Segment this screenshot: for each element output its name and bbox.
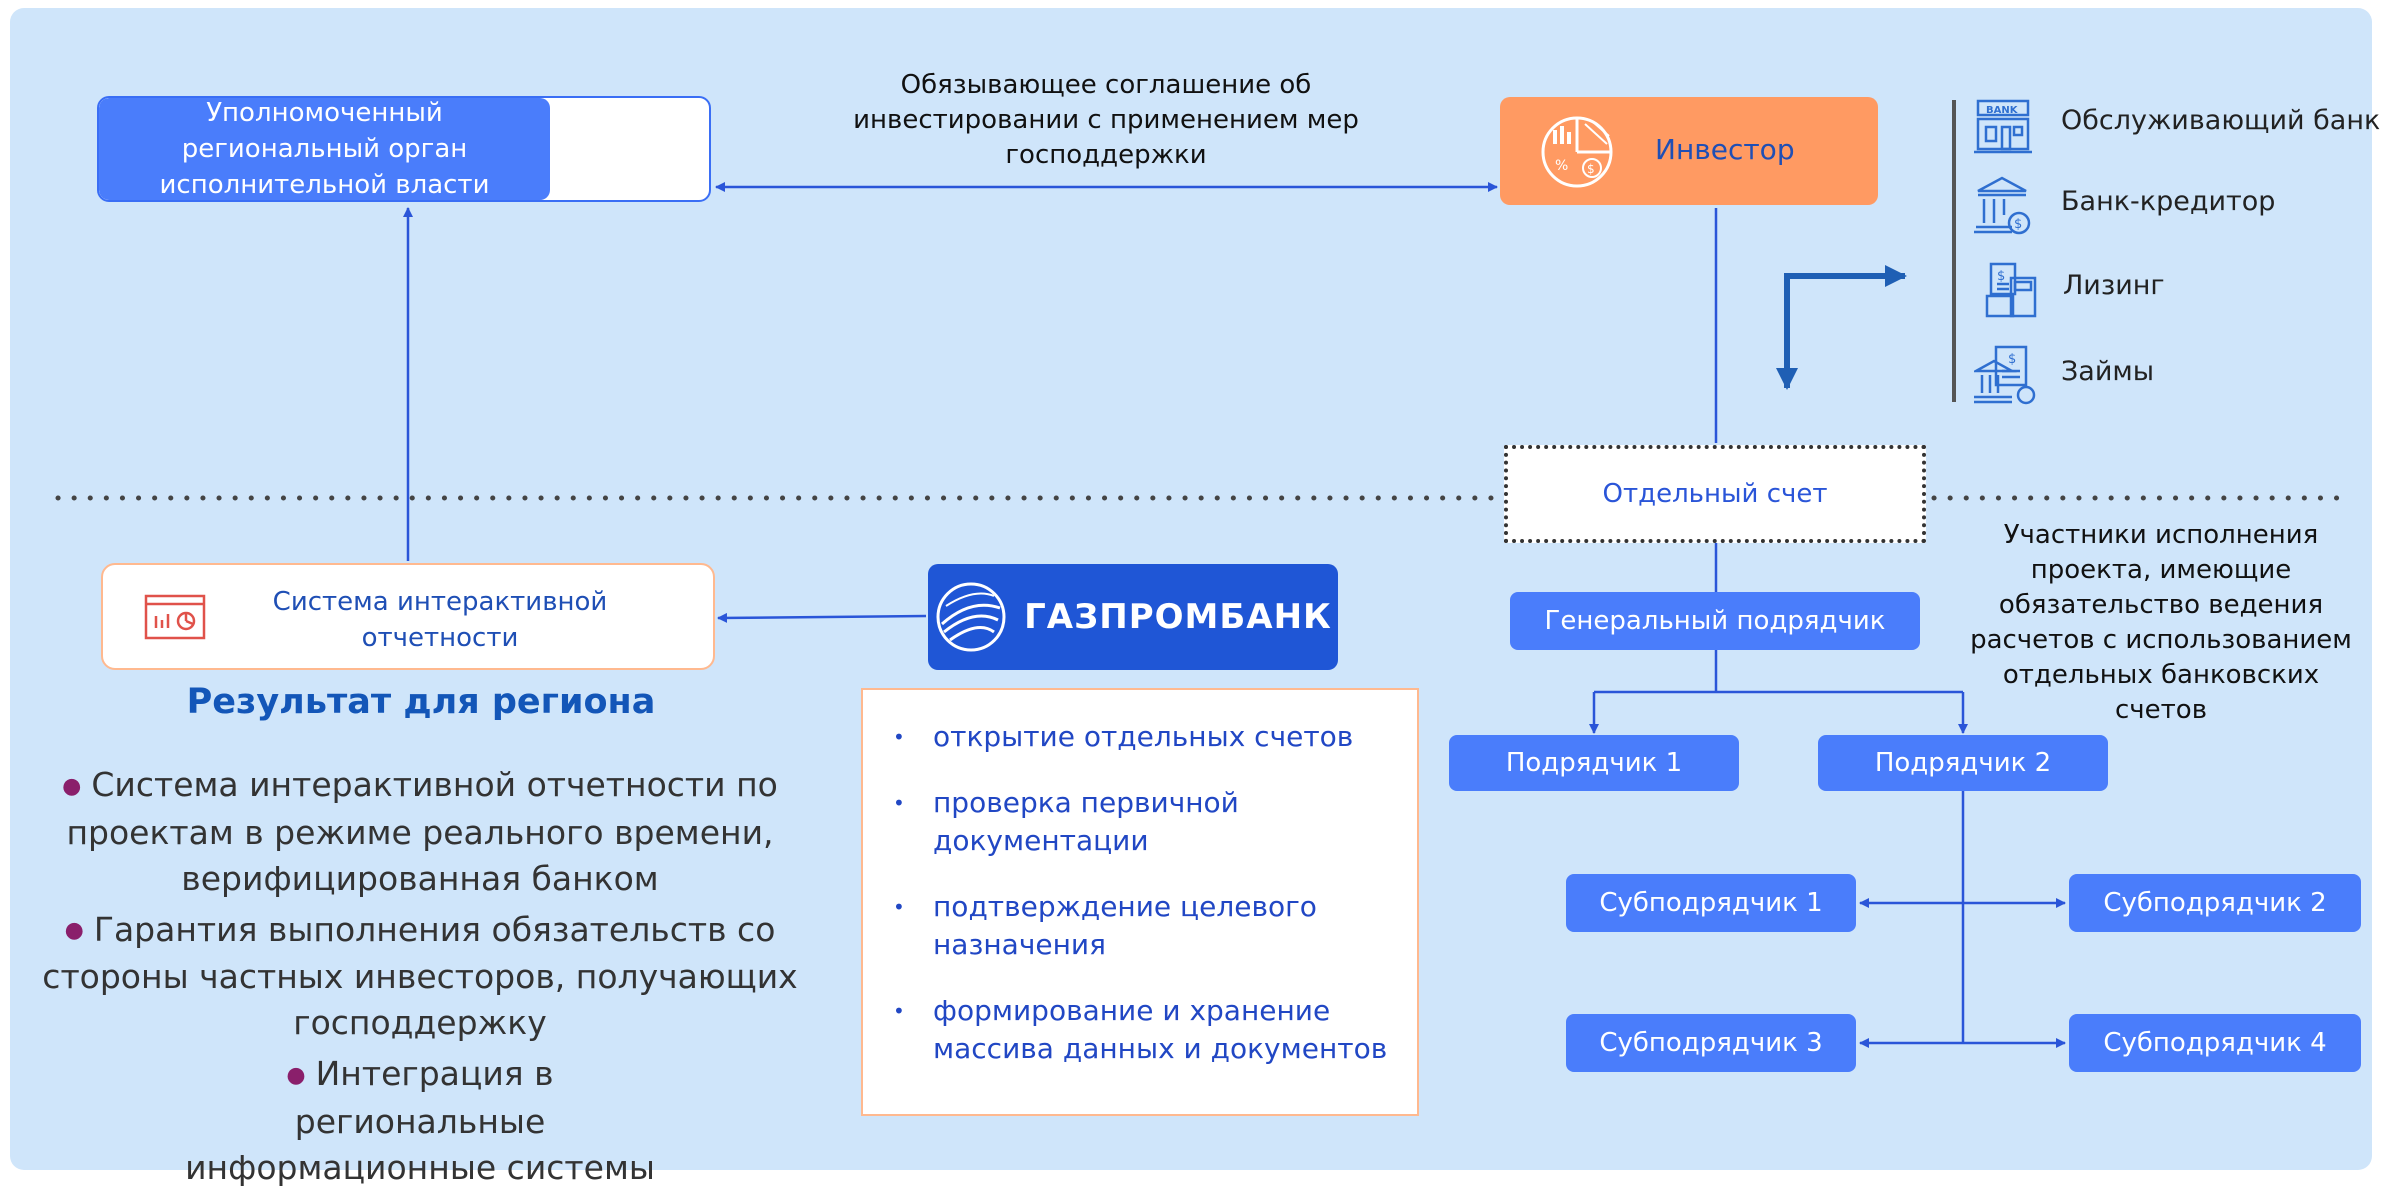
bank-building-icon: BANK	[1974, 99, 2032, 154]
dashboard-icon	[144, 594, 206, 640]
loan-document-icon: $	[1974, 345, 2036, 405]
leasing-calculator-icon: $	[1985, 262, 2037, 318]
service-lending-bank: Банк-кредитор	[2061, 186, 2276, 217]
bank-services-list: •открытие отдельных счетов •проверка пер…	[861, 688, 1419, 1116]
services-divider	[1952, 100, 1956, 402]
gazprombank-logo: ГАЗПРОМБАНК	[928, 564, 1338, 670]
investment-pie-icon: % $	[1541, 116, 1613, 188]
service-serving-bank: Обслуживающий банк	[2061, 105, 2381, 136]
subcontractor-1-box: Субподрядчик 1	[1566, 874, 1856, 932]
result-title: Результат для региона	[186, 682, 656, 722]
gazprombank-name: ГАЗПРОМБАНК	[1024, 597, 1332, 637]
service-loans: Займы	[2061, 356, 2155, 387]
subcontractor-2-box: Субподрядчик 2	[2069, 874, 2361, 932]
authority-box: Уполномоченный региональный орган исполн…	[97, 96, 711, 202]
bank-service-item: •открытие отдельных счетов	[893, 720, 1354, 753]
bank-service-item: •формирование и хранение массива данных …	[893, 994, 1388, 1065]
result-item: ●Гарантия выполнения обязательств со сто…	[42, 909, 798, 1043]
agreement-label: Обязывающее соглашение об инвестировании…	[853, 70, 1359, 170]
svg-text:$: $	[2008, 352, 2016, 367]
svg-text:%: %	[1555, 158, 1568, 174]
result-item: ●Система интерактивной отчетности по про…	[62, 765, 778, 898]
result-list: ●Система интерактивной отчетности по про…	[40, 762, 800, 1196]
bank-dollar-icon: $	[1974, 176, 2031, 235]
investor-label: Инвестор	[1655, 133, 1795, 166]
participants-note: Участники исполнения проекта, имеющие об…	[1970, 520, 2352, 725]
contractor-1-box: Подрядчик 1	[1449, 735, 1739, 791]
svg-text:$: $	[2014, 217, 2022, 232]
gazprombank-globe-icon	[936, 582, 1006, 652]
result-item: ●Интеграция в региональные информационны…	[185, 1054, 655, 1187]
subcontractor-4-box: Субподрядчик 4	[2069, 1014, 2361, 1072]
subcontractor-3-box: Субподрядчик 3	[1566, 1014, 1856, 1072]
general-contractor-box: Генеральный подрядчик	[1510, 592, 1920, 650]
reporting-system-label: Система интерактивной отчетности	[272, 587, 608, 653]
investor-box	[1500, 97, 1878, 205]
bank-service-item: •проверка первичной документации	[893, 786, 1239, 857]
separate-account-box: Отдельный счет	[1504, 445, 1926, 543]
financing-elbow-arrow	[1784, 265, 1907, 380]
authority-label: Уполномоченный региональный орган исполн…	[99, 98, 550, 200]
svg-text:$: $	[1587, 162, 1595, 176]
contractor-2-box: Подрядчик 2	[1818, 735, 2108, 791]
svg-text:BANK: BANK	[1986, 105, 2019, 116]
svg-text:$: $	[1997, 269, 2005, 284]
bank-service-item: •подтверждение целевого назначения	[893, 890, 1317, 961]
service-leasing: Лизинг	[2063, 270, 2165, 301]
bank-to-system-arrow	[717, 612, 927, 623]
